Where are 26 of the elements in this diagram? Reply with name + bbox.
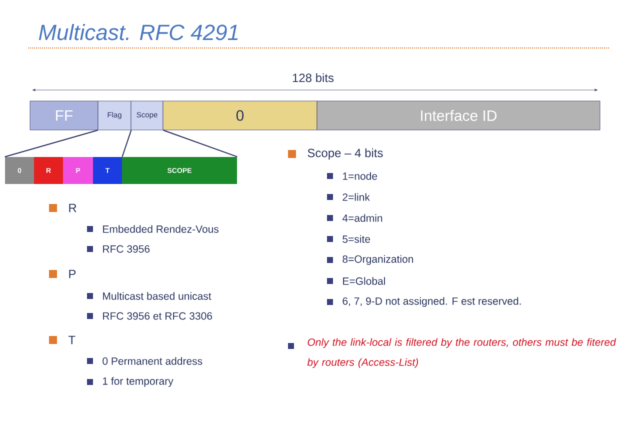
bullet-text: 4=admin	[342, 214, 382, 222]
bullet-text: 1 for temporary	[103, 377, 174, 387]
bullet-text: E=Global	[343, 277, 385, 285]
bullet-text: T	[68, 336, 76, 344]
connector-line	[4, 130, 98, 158]
title: Multicast. RFC 4291	[38, 24, 238, 40]
connector-line	[122, 130, 132, 157]
bullet-text: 6, 7, 9-D not assigned. F est reserved.	[342, 297, 521, 307]
bullet-text: 8=Organization	[342, 255, 414, 265]
bullet-text: Embedded Rendez-Vous	[103, 225, 219, 233]
bullet-text: 5=site	[342, 235, 370, 243]
bullet-text: 0 Permanent address	[102, 357, 202, 365]
connector-line	[163, 130, 238, 158]
bullet-text: RFC 3956 et RFC 3306	[103, 312, 212, 320]
bullet-text: Scope – 4 bits	[308, 148, 383, 160]
bullet-text: 2=link	[342, 193, 370, 201]
note-text: Only the link-local is filtered by the routers, others must be fitered by routers (Access-List)	[307, 338, 616, 368]
bullet-text: Multicast based unicast	[103, 292, 212, 300]
bullet-text: 1=node	[343, 172, 378, 180]
bullet-text: RFC 3956	[103, 245, 150, 253]
field-box: 0	[162, 100, 318, 130]
bullet-text: P	[69, 270, 76, 278]
field-box: Interface ID	[316, 100, 600, 130]
dimension-label: 128 bits	[292, 73, 334, 82]
field-box: FF	[30, 100, 98, 130]
bullet-text: R	[69, 204, 76, 212]
